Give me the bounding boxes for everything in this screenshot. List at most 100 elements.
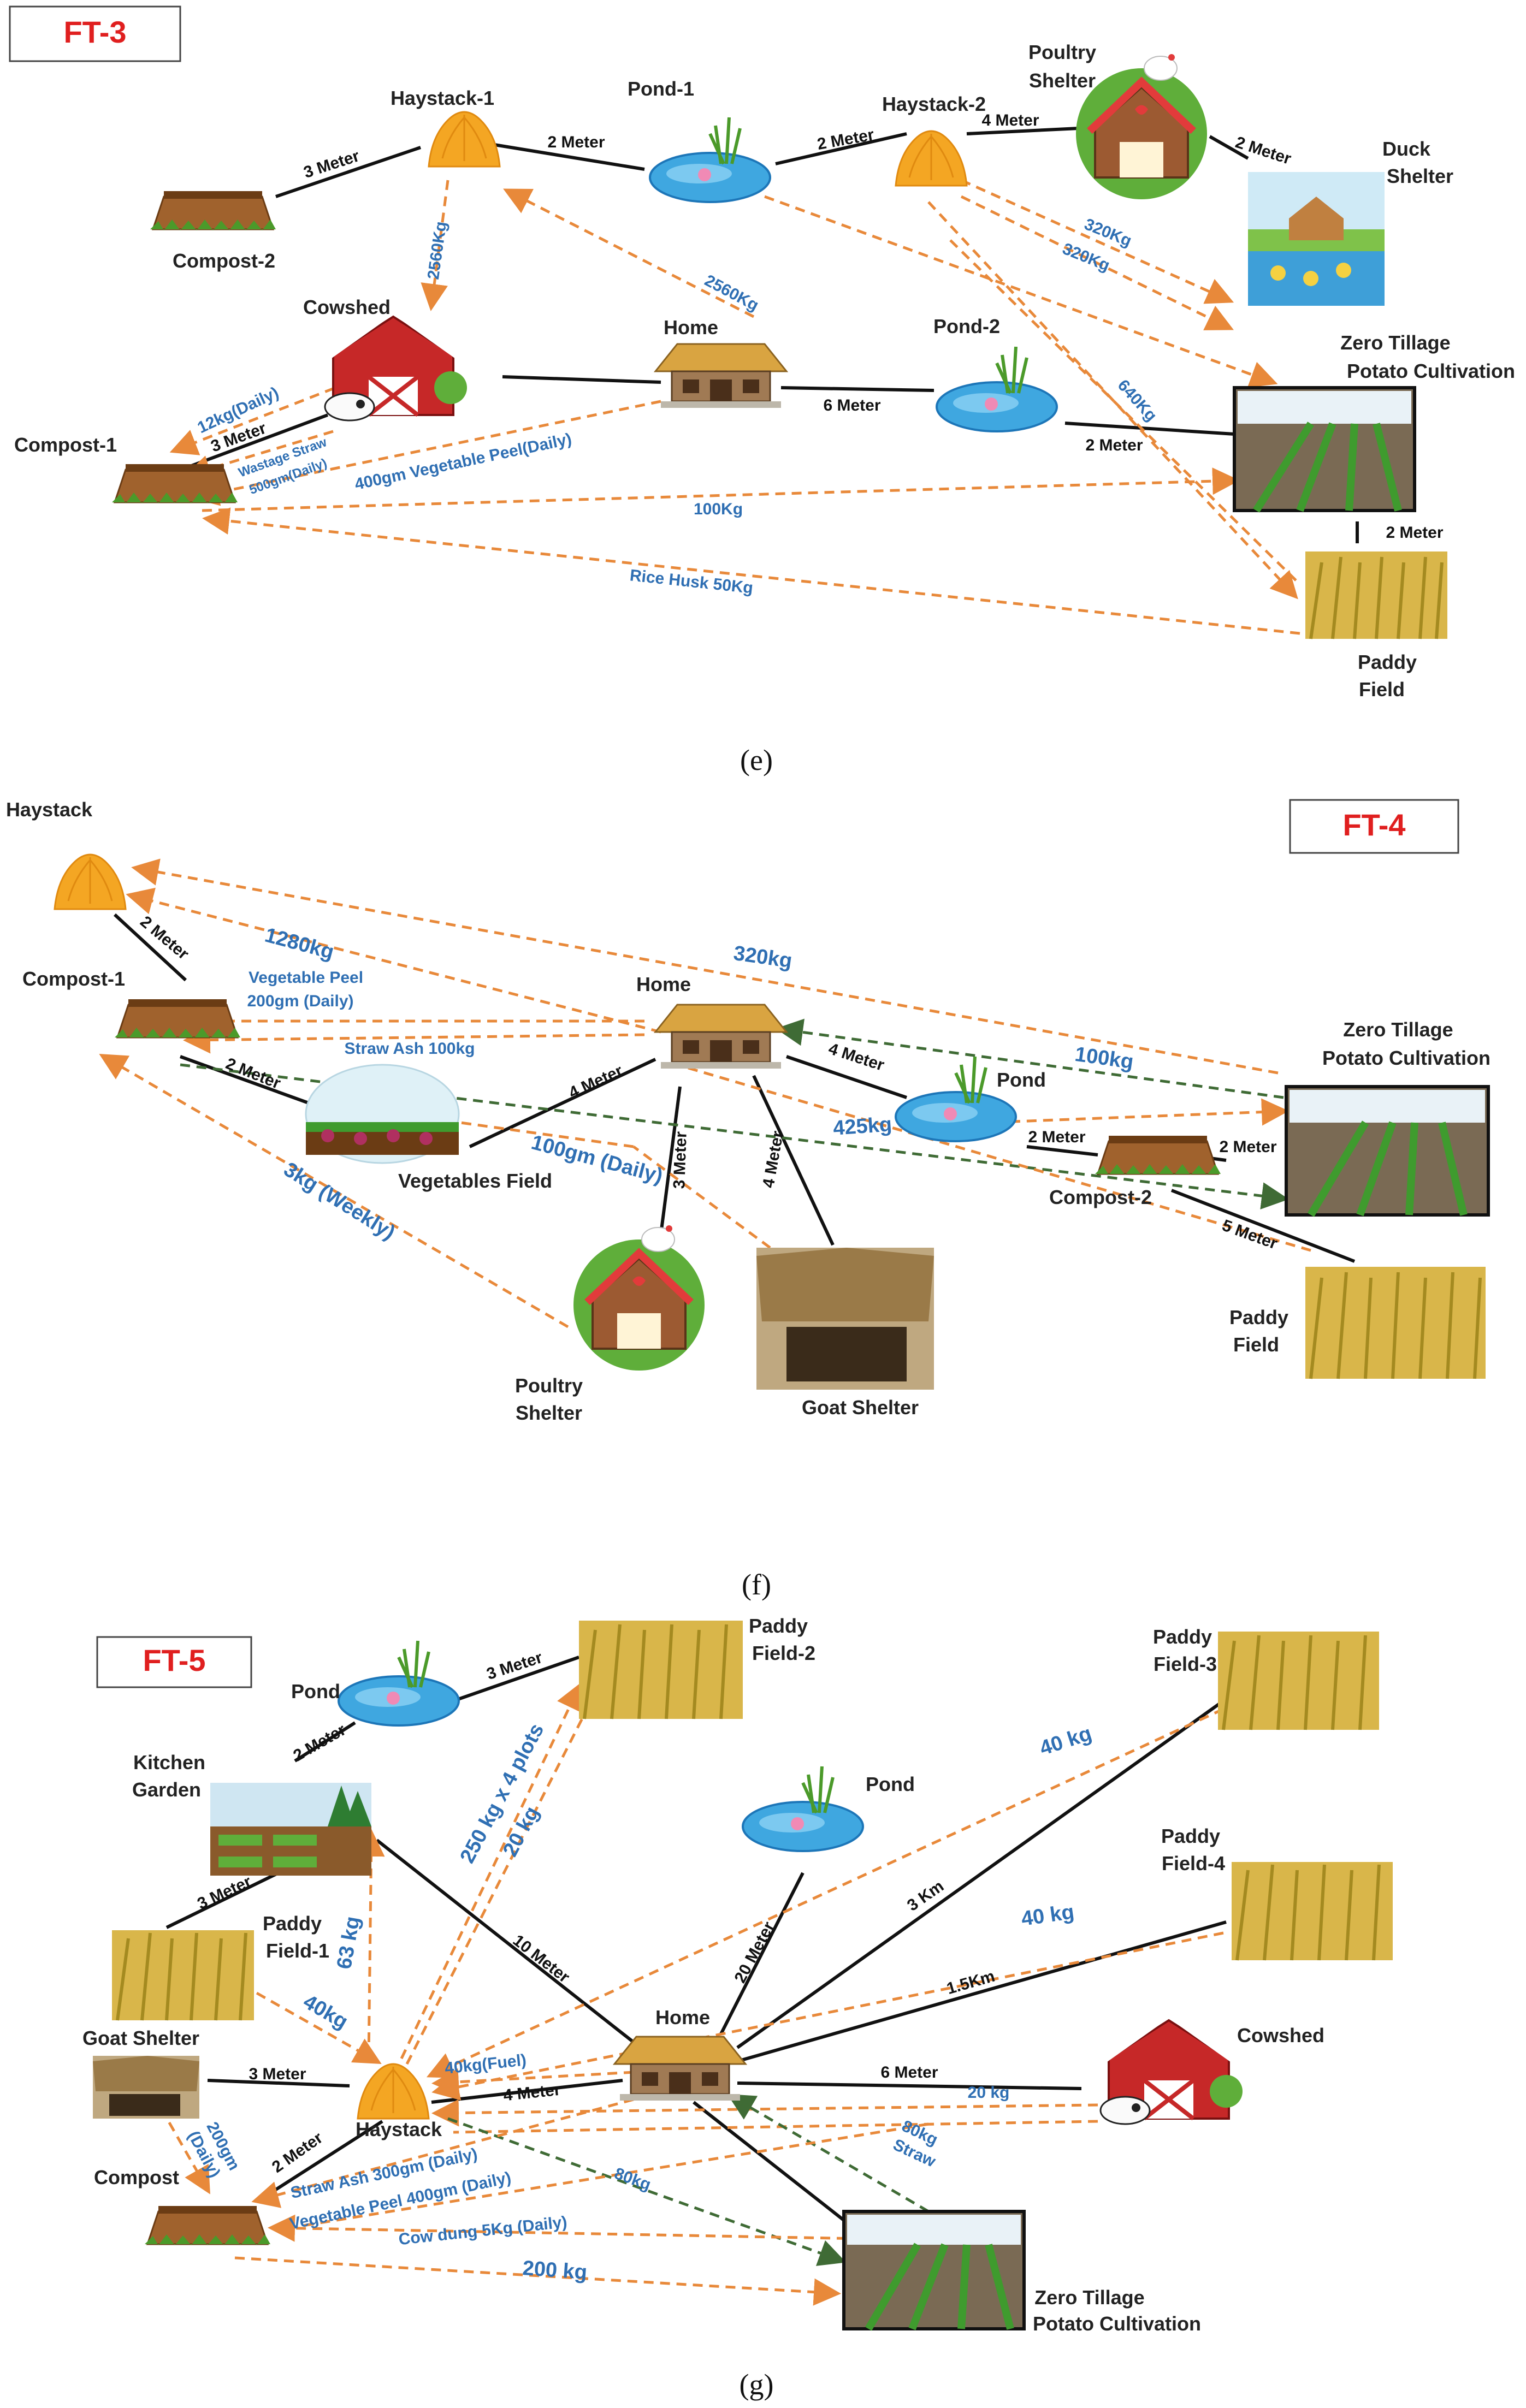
paddy-field-3-icon — [1218, 1632, 1379, 1730]
flow-fuel: 40kg(Fuel) — [444, 2051, 528, 2078]
panel-g: FT-5 — [82, 1615, 1393, 2401]
duck-shelter-icon — [1248, 172, 1385, 306]
dist-goat-hay: 3 Meter — [249, 2065, 306, 2083]
flow-veg-peel-2: 200gm (Daily) — [247, 992, 353, 1010]
flow-hay-comp: 1280kg — [262, 923, 336, 964]
label-haystack: Haystack — [356, 2118, 442, 2140]
dist-home-paddy3: 3 Km — [904, 1877, 947, 1915]
label-haystack: Haystack — [6, 798, 93, 821]
home-icon — [654, 1004, 788, 1070]
paddy-field-icon — [1305, 551, 1447, 639]
label-zt-2: Potato Cultivation — [1347, 360, 1515, 382]
label-pond2: Pond-2 — [933, 315, 1000, 337]
compost1-icon — [111, 463, 239, 505]
label-poultry-1: Poultry — [515, 1374, 583, 1397]
dist-kitchen-home: 10 Meter — [510, 1931, 573, 1986]
home-icon — [654, 343, 788, 409]
panel-e-title-box — [9, 5, 181, 62]
label-paddy4-2: Field-4 — [1162, 1852, 1225, 1875]
pond2-icon — [937, 347, 1057, 431]
flow-pond: 425kg — [832, 1113, 892, 1140]
flow-veg-peel: 400gm Vegetable Peel(Daily) — [353, 430, 573, 494]
label-zt-1: Zero Tillage — [1340, 331, 1450, 354]
dist-hay-home: 4 Meter — [502, 2081, 561, 2105]
flow-cow-dung: Cow dung 5Kg (Daily) — [398, 2213, 568, 2249]
panel-f-connections — [113, 913, 1356, 1263]
label-zt-2: Potato Cultivation — [1033, 2312, 1201, 2335]
dist-comp-veg: 2 Meter — [223, 1054, 283, 1093]
dist-poultry-duck: 2 Meter — [1233, 133, 1293, 168]
flow-63kg: 63 kg — [333, 1914, 364, 1971]
flow-veg-peel-1: Vegetable Peel — [249, 969, 363, 987]
label-poultry-2: Shelter — [516, 1402, 582, 1424]
haystack-icon — [54, 853, 127, 910]
caption-f: (f) — [742, 1568, 771, 1601]
haystack-icon — [357, 2063, 430, 2120]
label-haystack2: Haystack-2 — [882, 93, 986, 115]
haystack1-icon — [428, 111, 501, 168]
panel-e-title: FT-3 — [63, 15, 126, 49]
dist-hay-compost: 2 Meter — [269, 2128, 326, 2176]
label-paddy-1: Paddy — [1358, 651, 1417, 673]
label-compost2: Compost-2 — [1049, 1186, 1152, 1208]
flow-hay2-paddy: 640Kg — [1114, 376, 1161, 425]
dist-paddy1-kitchen: 3 Meter — [194, 1872, 254, 1913]
label-paddy3-2: Field-3 — [1154, 1653, 1217, 1675]
flow-200kg: 200 kg — [522, 2257, 588, 2284]
poultry-shelter-icon — [573, 1225, 705, 1371]
flow-40kg-c: 40 kg — [1020, 1901, 1075, 1931]
panel-g-connections — [165, 1656, 1227, 2224]
label-vegetables-field: Vegetables Field — [398, 1170, 552, 1192]
compost2-icon — [1094, 1135, 1222, 1176]
flow-compost-zt: 100Kg — [694, 500, 743, 518]
label-paddy-1: Paddy — [1229, 1306, 1288, 1328]
flow-40kg-b: 40 kg — [1037, 1722, 1095, 1760]
label-pond-center: Pond — [866, 1773, 915, 1795]
label-paddy1-2: Field-1 — [266, 1940, 329, 1962]
dist-pond-comp2: 2 Meter — [1028, 1128, 1085, 1146]
dist-home-pond2: 6 Meter — [823, 396, 880, 414]
label-zt-1: Zero Tillage — [1343, 1018, 1453, 1041]
dist-pond-home: 20 Meter — [731, 1919, 778, 1986]
compost2-icon — [149, 190, 277, 232]
panel-e-flows — [169, 179, 1301, 635]
label-home: Home — [655, 2006, 710, 2029]
label-kitchen-2: Garden — [132, 1778, 201, 1801]
label-compost1: Compost-1 — [22, 968, 125, 990]
label-goat-shelter: Goat Shelter — [82, 2027, 199, 2049]
panel-g-title: FT-5 — [143, 1643, 205, 1677]
cowshed-icon — [1101, 2015, 1243, 2124]
label-compost1: Compost-1 — [14, 434, 117, 456]
paddy-field-4-icon — [1232, 1862, 1393, 1961]
panel-g-flows — [151, 1682, 1225, 2306]
home-icon — [613, 2036, 747, 2102]
label-paddy4-1: Paddy — [1161, 1825, 1220, 1847]
paddy-field-1-icon — [112, 1930, 254, 2021]
label-pond-left: Pond — [291, 1680, 340, 1703]
caption-e: (e) — [740, 744, 773, 776]
label-duck-1: Duck — [1382, 138, 1431, 160]
vegetables-field-icon — [305, 1064, 460, 1164]
zero-tillage-field-icon — [842, 2210, 1026, 2331]
paddy-field-2-icon — [579, 1621, 743, 1719]
caption-g: (g) — [740, 2368, 774, 2401]
flow-straw-ash: Straw Ash 100kg — [345, 1040, 475, 1058]
label-paddy2-1: Paddy — [749, 1615, 808, 1637]
flow-20kg-b: 20 kg — [968, 2084, 1010, 2102]
dist-comp2-zt: 2 Meter — [1219, 1138, 1276, 1156]
label-pond1: Pond-1 — [628, 78, 694, 100]
panel-f: FT-4 — [6, 798, 1490, 1601]
label-cowshed: Cowshed — [1237, 2024, 1324, 2047]
label-home: Home — [636, 973, 691, 995]
label-paddy3-1: Paddy — [1153, 1626, 1212, 1648]
flow-hay-zt: 320kg — [732, 942, 794, 973]
compost1-icon — [114, 998, 241, 1040]
label-paddy-2: Field — [1233, 1333, 1279, 1356]
label-home: Home — [664, 316, 718, 339]
cowshed-icon — [325, 311, 467, 420]
label-compost: Compost — [94, 2166, 179, 2188]
dist-pond2-zt: 2 Meter — [1085, 436, 1143, 454]
label-zt-1: Zero Tillage — [1034, 2286, 1144, 2309]
label-compost2: Compost-2 — [173, 250, 275, 272]
